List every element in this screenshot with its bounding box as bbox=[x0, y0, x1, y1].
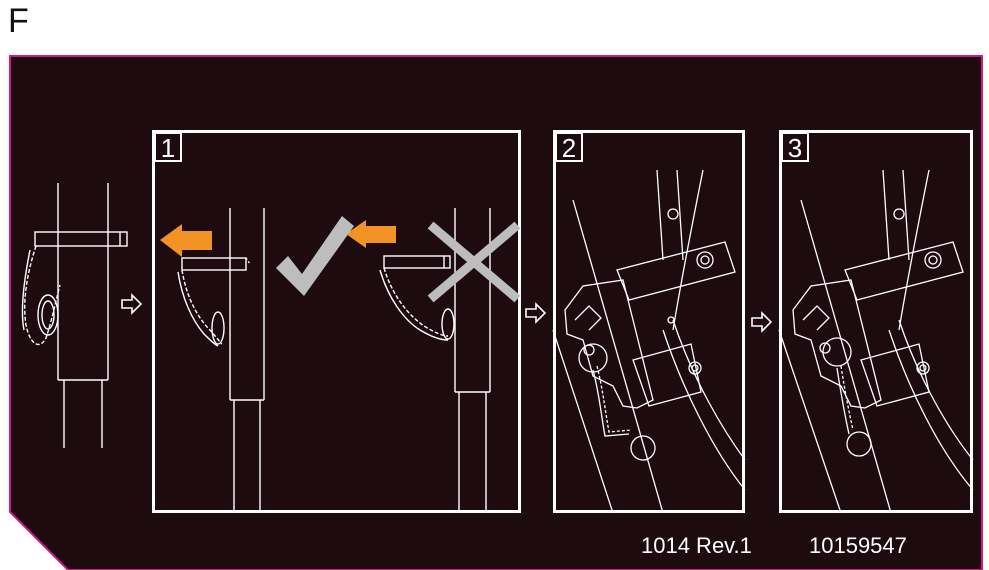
orange-left-arrow-icon bbox=[160, 224, 212, 257]
step-3-illustration bbox=[779, 130, 973, 513]
hollow-right-arrow-icon bbox=[524, 303, 548, 323]
orange-left-arrow-icon bbox=[346, 220, 396, 248]
step-2-frame: 2 bbox=[553, 130, 745, 513]
doc-revision: 1014 Rev.1 bbox=[641, 533, 752, 559]
step-1-frame: 1 bbox=[152, 130, 521, 513]
step-3-frame: 3 bbox=[779, 130, 973, 513]
checkmark-icon bbox=[276, 216, 354, 296]
step-1-illustration bbox=[152, 130, 521, 513]
hollow-right-arrow-icon bbox=[750, 312, 774, 332]
part-number: 10159547 bbox=[809, 533, 907, 559]
step-2-illustration bbox=[553, 130, 745, 513]
cross-icon bbox=[434, 228, 514, 296]
hollow-right-arrow-icon bbox=[120, 294, 144, 314]
